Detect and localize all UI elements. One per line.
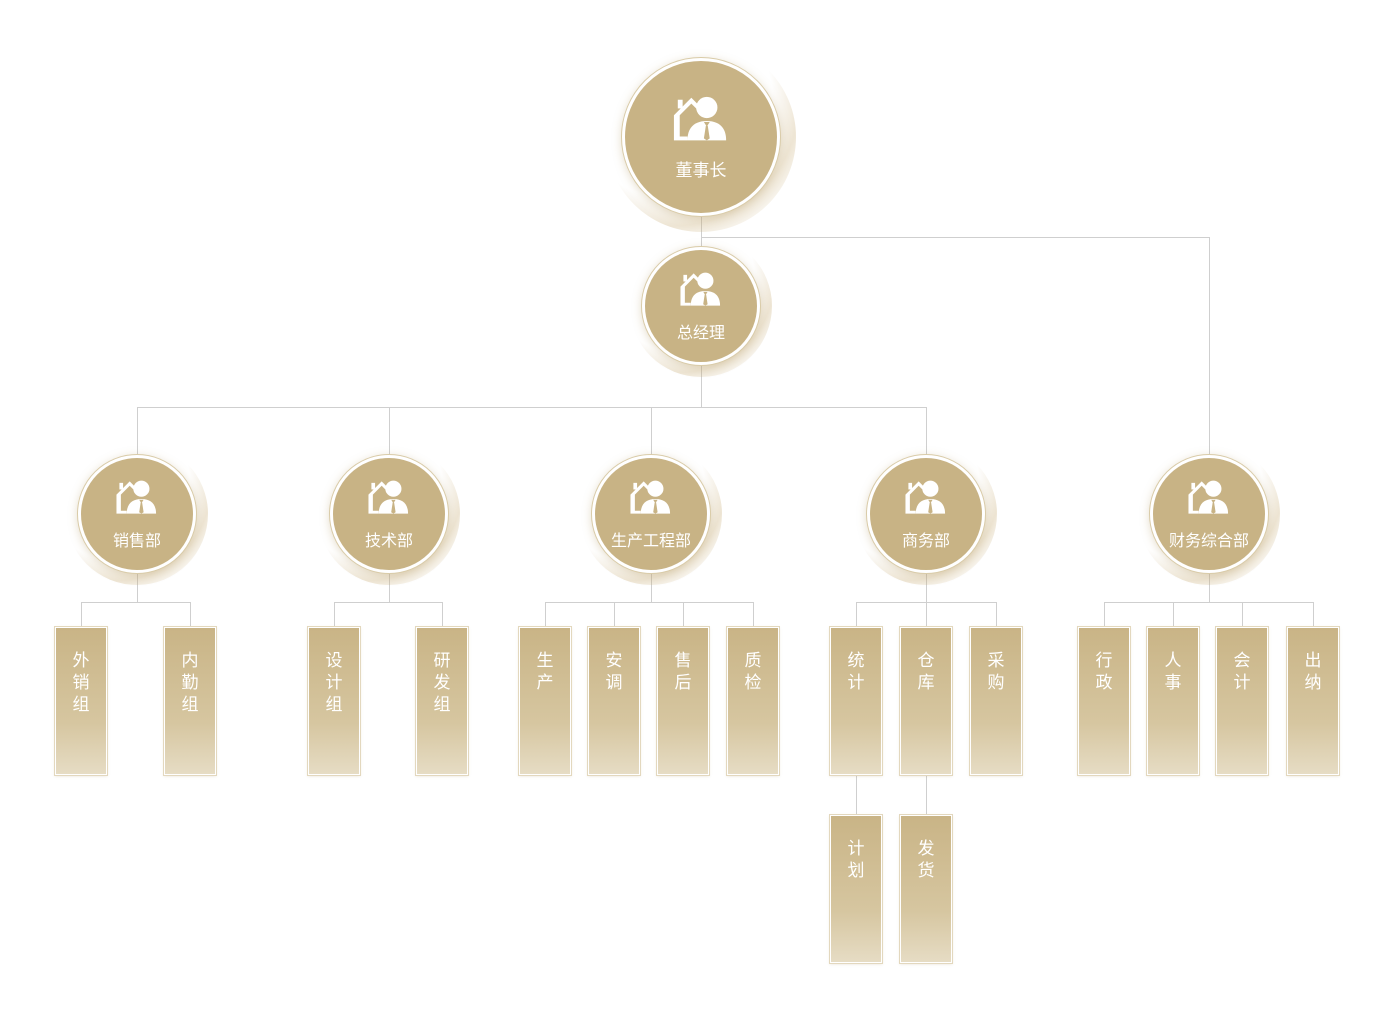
connector-vertical (1242, 602, 1243, 628)
node-label: 生产工程部 (610, 531, 691, 550)
unit-label: 设 计 组 (325, 651, 343, 715)
connector-vertical (334, 602, 335, 628)
connector-vertical (926, 573, 927, 603)
node-department[interactable]: 销售部 (66, 443, 208, 585)
unit-box[interactable]: 售 后 (657, 627, 709, 775)
connector-vertical (926, 602, 927, 628)
unit-label: 统 计 (847, 651, 865, 693)
node-disc (867, 455, 985, 573)
connector-vertical (389, 407, 390, 456)
connector-vertical (137, 407, 138, 456)
connector-vertical (651, 573, 652, 603)
connector-horizontal (701, 237, 1210, 238)
unit-label: 外 销 组 (72, 651, 90, 715)
unit-label: 安 调 (605, 651, 623, 693)
manager-person-icon (904, 477, 948, 519)
connector-vertical (190, 602, 191, 628)
manager-person-icon (679, 269, 723, 311)
unit-box[interactable]: 统 计 (830, 627, 882, 775)
sub-unit-box[interactable]: 计 划 (830, 815, 882, 963)
node-department[interactable]: 商务部 (855, 443, 997, 585)
unit-box[interactable]: 仓 库 (900, 627, 952, 775)
connector-vertical (614, 602, 615, 628)
unit-box[interactable]: 生 产 (519, 627, 571, 775)
connector-vertical (651, 407, 652, 456)
unit-label: 质 检 (744, 651, 762, 693)
manager-person-icon (115, 477, 159, 519)
connector-vertical (442, 602, 443, 628)
node-department[interactable]: 技术部 (318, 443, 460, 585)
connector-vertical (1104, 602, 1105, 628)
connector-vertical (856, 602, 857, 628)
unit-label: 计 划 (847, 839, 865, 881)
unit-label: 出 纳 (1304, 651, 1322, 693)
unit-label: 售 后 (674, 651, 692, 693)
manager-person-icon (1187, 477, 1231, 519)
connector-vertical (137, 573, 138, 603)
unit-box[interactable]: 安 调 (588, 627, 640, 775)
connector-vertical (856, 775, 857, 816)
unit-label: 仓 库 (917, 651, 935, 693)
unit-label: 发 货 (917, 839, 935, 881)
node-disc (78, 455, 196, 573)
unit-box[interactable]: 质 检 (727, 627, 779, 775)
unit-label: 会 计 (1233, 651, 1251, 693)
node-label: 财务综合部 (1168, 531, 1249, 550)
node-label: 商务部 (901, 531, 950, 550)
connector-horizontal (1104, 602, 1314, 603)
unit-box[interactable]: 出 纳 (1287, 627, 1339, 775)
unit-label: 研 发 组 (433, 651, 451, 715)
connector-horizontal (545, 602, 754, 603)
unit-box[interactable]: 研 发 组 (416, 627, 468, 775)
sub-unit-box[interactable]: 发 货 (900, 815, 952, 963)
unit-label: 生 产 (536, 651, 554, 693)
unit-label: 采 购 (987, 651, 1005, 693)
connector-vertical (545, 602, 546, 628)
node-department[interactable]: 生产工程部 (580, 443, 722, 585)
manager-person-icon (672, 92, 730, 146)
node-label: 销售部 (112, 531, 161, 550)
connector-horizontal (137, 407, 927, 408)
manager-person-icon (367, 477, 411, 519)
node-general-manager[interactable]: 总经理 (630, 235, 772, 377)
node-disc (1150, 455, 1268, 573)
node-department[interactable]: 财务综合部 (1138, 443, 1280, 585)
connector-vertical (926, 775, 927, 816)
connector-vertical (389, 573, 390, 603)
connector-vertical (753, 602, 754, 628)
node-disc (330, 455, 448, 573)
connector-vertical (926, 407, 927, 456)
node-disc (642, 247, 760, 365)
connector-vertical (996, 602, 997, 628)
node-label: 总经理 (676, 323, 725, 342)
unit-label: 人 事 (1164, 651, 1182, 693)
connector-horizontal (334, 602, 443, 603)
manager-person-icon (629, 477, 673, 519)
unit-box[interactable]: 行 政 (1078, 627, 1130, 775)
unit-box[interactable]: 人 事 (1147, 627, 1199, 775)
unit-box[interactable]: 内 勤 组 (164, 627, 216, 775)
connector-vertical (1209, 573, 1210, 603)
connector-horizontal (81, 602, 191, 603)
node-label: 技术部 (364, 531, 413, 550)
connector-vertical (701, 365, 702, 408)
connector-vertical (701, 216, 702, 248)
node-disc (592, 455, 710, 573)
unit-label: 行 政 (1095, 651, 1113, 693)
node-chairman[interactable]: 董事长 (606, 42, 796, 232)
connector-vertical (81, 602, 82, 628)
unit-box[interactable]: 设 计 组 (308, 627, 360, 775)
node-label: 董事长 (675, 161, 727, 181)
connector-vertical (1313, 602, 1314, 628)
connector-vertical (1209, 237, 1210, 456)
unit-box[interactable]: 采 购 (970, 627, 1022, 775)
connector-vertical (1173, 602, 1174, 628)
unit-box[interactable]: 外 销 组 (55, 627, 107, 775)
connector-vertical (683, 602, 684, 628)
unit-box[interactable]: 会 计 (1216, 627, 1268, 775)
unit-label: 内 勤 组 (181, 651, 199, 715)
